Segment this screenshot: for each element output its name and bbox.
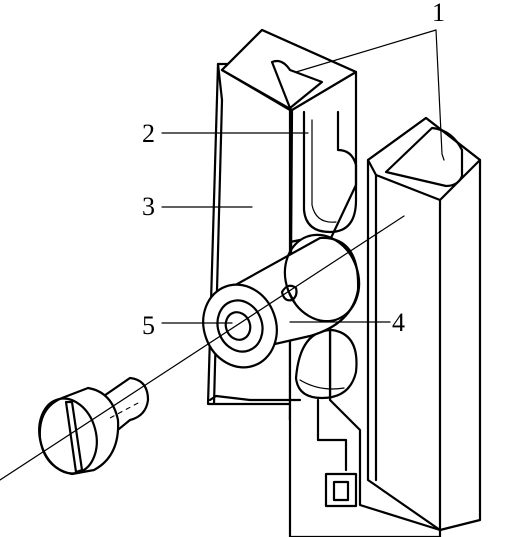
- label-4: 4: [392, 308, 405, 337]
- label-3: 3: [142, 192, 155, 221]
- bushing-cylinder: [202, 233, 361, 369]
- axis-line: [0, 215, 405, 481]
- lower-rail: [208, 328, 442, 537]
- label-5: 5: [142, 311, 155, 340]
- leader-1: [295, 29, 437, 73]
- right-upright-block: [366, 116, 482, 532]
- leader-1b: [435, 29, 445, 161]
- label-2: 2: [142, 119, 155, 148]
- slotted-screw: [38, 376, 150, 476]
- leader-lines: [161, 29, 445, 324]
- label-1: 1: [432, 0, 445, 27]
